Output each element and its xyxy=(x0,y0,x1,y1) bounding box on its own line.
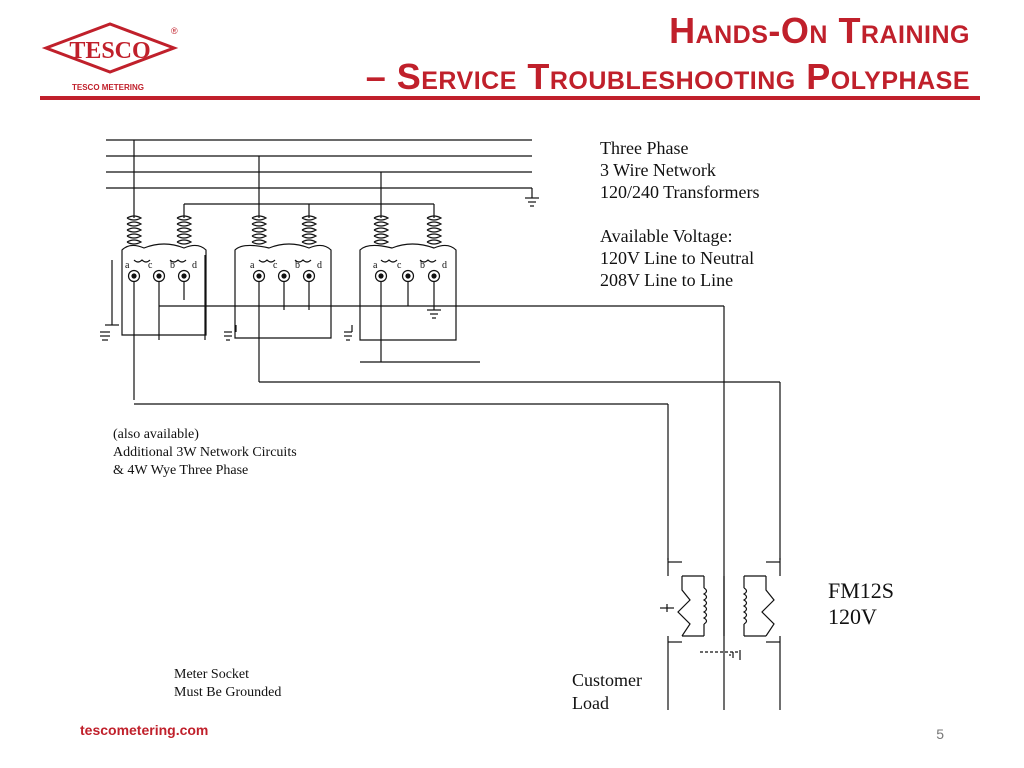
meter-label-line-2: 120V xyxy=(828,604,877,629)
transformer-2 xyxy=(234,156,332,382)
title-underline xyxy=(40,96,980,100)
slide-title: Hands-On Training – Service Troubleshoot… xyxy=(210,8,970,100)
t2-label-b: b xyxy=(295,260,300,271)
info-line-2: 3 Wire Network xyxy=(600,160,716,180)
t3-label-b: b xyxy=(420,260,425,271)
voltage-info-text: Available Voltage: 120V Line to Neutral … xyxy=(600,226,754,290)
meter-socket xyxy=(660,558,781,710)
t3-label-d: d xyxy=(442,260,447,271)
slide-title-line-1: Hands-On Training xyxy=(669,10,970,51)
terminal-labels: a c b d a c b d a c b d xyxy=(125,260,447,271)
logo-caption: TESCO METERING xyxy=(72,83,144,92)
footer-website: tescometering.com xyxy=(80,722,209,738)
info-line-3: 120/240 Transformers xyxy=(600,182,760,202)
wiring-diagram: a c b d a c b d a c b d Three Phase 3 Wi… xyxy=(100,138,894,713)
socket-note-line-1: Meter Socket xyxy=(174,667,249,682)
network-info-text: Three Phase 3 Wire Network 120/240 Trans… xyxy=(600,138,760,202)
meter-label-text: FM12S 120V xyxy=(828,578,894,629)
customer-load-line-1: Customer xyxy=(572,670,642,690)
meter-label-line-1: FM12S xyxy=(828,578,894,603)
customer-load-text: Customer Load xyxy=(572,670,642,713)
t2-label-d: d xyxy=(317,260,322,271)
customer-load-line-2: Load xyxy=(572,693,609,713)
voltage-line-1: Available Voltage: xyxy=(600,226,732,246)
transformer-3 xyxy=(359,172,457,362)
logo-text: TESCO xyxy=(69,38,150,64)
also-line-3: & 4W Wye Three Phase xyxy=(113,463,248,478)
t3-label-a: a xyxy=(373,260,378,271)
also-available-text: (also available) Additional 3W Network C… xyxy=(113,427,297,478)
socket-note-text: Meter Socket Must Be Grounded xyxy=(174,667,281,700)
page-number: 5 xyxy=(936,726,944,742)
logo-registered-mark: ® xyxy=(171,26,178,36)
transformer-1 xyxy=(121,140,207,400)
t1-label-d: d xyxy=(192,260,197,271)
ground-symbols xyxy=(100,255,353,341)
tesco-logo: TESCO ® TESCO METERING xyxy=(40,20,180,98)
t1-label-a: a xyxy=(125,260,130,271)
also-line-2: Additional 3W Network Circuits xyxy=(113,445,297,460)
t2-label-a: a xyxy=(250,260,255,271)
also-line-1: (also available) xyxy=(113,427,199,442)
t1-label-c: c xyxy=(148,260,153,271)
t2-label-c: c xyxy=(273,260,278,271)
logo-diamond-outline xyxy=(41,22,179,74)
t1-label-b: b xyxy=(170,260,175,271)
slide-title-line-2: – Service Troubleshooting Polyphase xyxy=(365,56,970,97)
voltage-line-2: 120V Line to Neutral xyxy=(600,248,754,268)
t3-label-c: c xyxy=(397,260,402,271)
socket-note-line-2: Must Be Grounded xyxy=(174,685,281,700)
info-line-1: Three Phase xyxy=(600,138,688,158)
voltage-line-3: 208V Line to Line xyxy=(600,270,733,290)
